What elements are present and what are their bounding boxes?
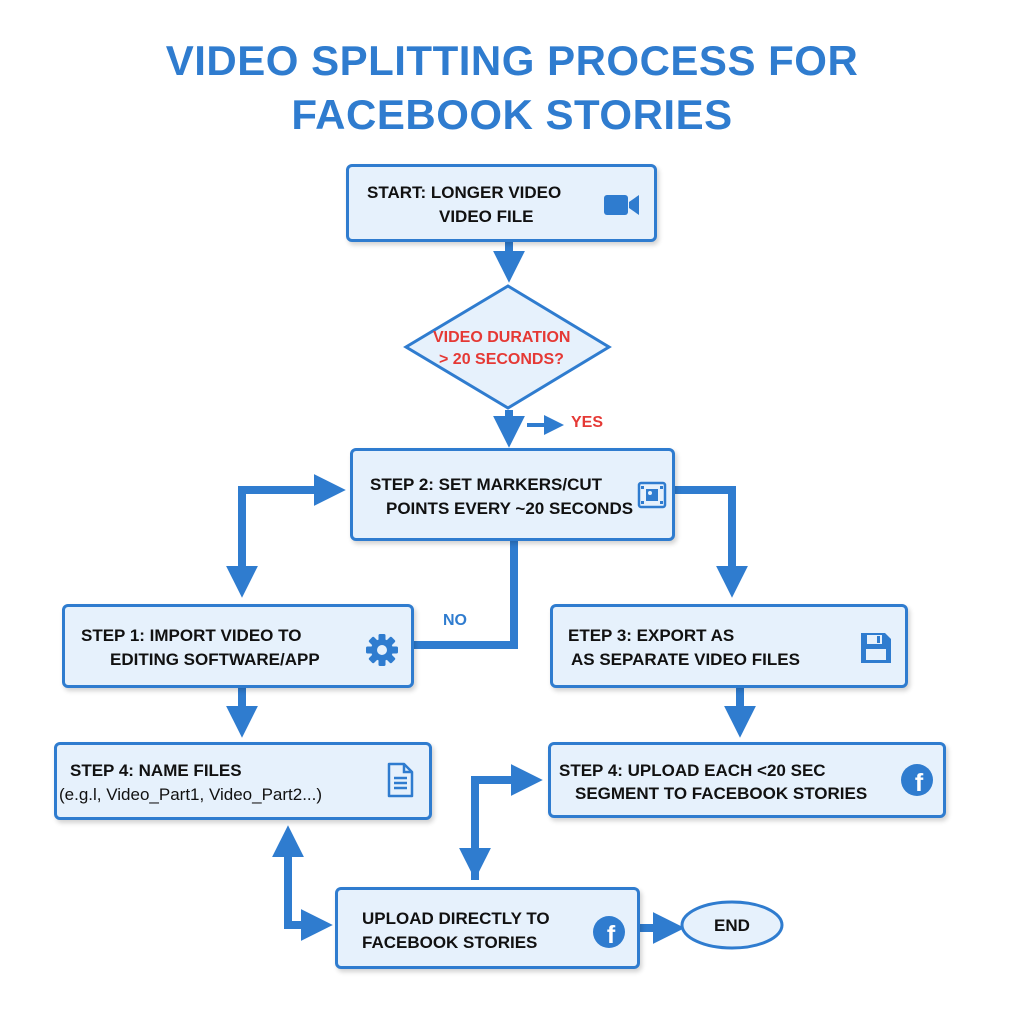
step-1-line-1: STEP 1: IMPORT VIDEO TO [81,626,302,645]
arrow-loop-to-step2 [238,474,346,577]
step-3-line-1: ETEP 3: EXPORT AS [568,626,735,645]
upload-directly-line-1: UPLOAD DIRECTLY TO [362,909,550,928]
upload-directly-node: UPLOAD DIRECTLY TO FACEBOOK STORIES f [335,887,640,969]
end-label: END [714,916,750,935]
step-1-line-2: EDITING SOFTWARE/APP [110,650,320,669]
start-node-line-1: START: LONGER VIDEO [367,183,562,202]
diagram-title-line-1: VIDEO SPLITTING PROCESS FOR [165,37,859,84]
decision-diamond [403,284,612,410]
step-2-line-2: POINTS EVERY ~20 SECONDS [386,499,634,518]
arrow-step2-to-step1-no [414,540,518,649]
decision-line-1: VIDEO DURATION [433,329,571,346]
step-2-line-1: STEP 2: SET MARKERS/CUT [370,475,603,494]
step-4-name-line-2: (e.g.l, Video_Part1, Video_Part2...) [59,785,323,804]
arrow-step4-name-to-upload [284,840,333,941]
document-icon [387,762,414,798]
facebook-icon: f [593,916,625,949]
gear-icon [366,634,398,666]
upload-directly-line-2: FACEBOOK STORIES [362,933,538,952]
end-terminal [680,900,784,950]
arrow-to-step4-upload [471,764,543,880]
facebook-icon: f [901,764,933,797]
edge-label-no: NO [443,612,467,629]
step-1-node: STEP 1: IMPORT VIDEO TO EDITING SOFTWARE… [62,604,414,688]
step-2-node: STEP 2: SET MARKERS/CUT POINTS EVERY ~20… [350,448,675,541]
edge-label-yes: YES [571,414,604,431]
arrow-step2-to-step3 [675,486,748,598]
step-3-node: ETEP 3: EXPORT AS AS SEPARATE VIDEO FILE… [550,604,908,688]
step-4-name-line-1: STEP 4: NAME FILES [70,761,242,780]
floppy-disk-icon [861,633,891,663]
step-4-name-files-node: STEP 4: NAME FILES (e.g.l, Video_Part1, … [54,742,432,820]
video-camera-icon [604,195,639,215]
step-4-upload-line-1: STEP 4: UPLOAD EACH <20 SEC [559,761,826,780]
step-3-line-2: AS SEPARATE VIDEO FILES [571,650,800,669]
step-4-upload-each-node: STEP 4: UPLOAD EACH <20 SEC SEGMENT TO F… [548,742,946,818]
decision-line-2: > 20 SECONDS? [439,351,564,368]
diagram-title-line-2: FACEBOOK STORIES [291,91,733,138]
start-node-line-2: VIDEO FILE [439,207,534,226]
svg-text:f: f [915,769,924,797]
step-4-upload-line-2: SEGMENT TO FACEBOOK STORIES [575,784,868,803]
film-frame-icon [637,481,667,509]
start-node: START: LONGER VIDEO VIDEO FILE [346,164,657,242]
svg-text:f: f [607,921,616,949]
